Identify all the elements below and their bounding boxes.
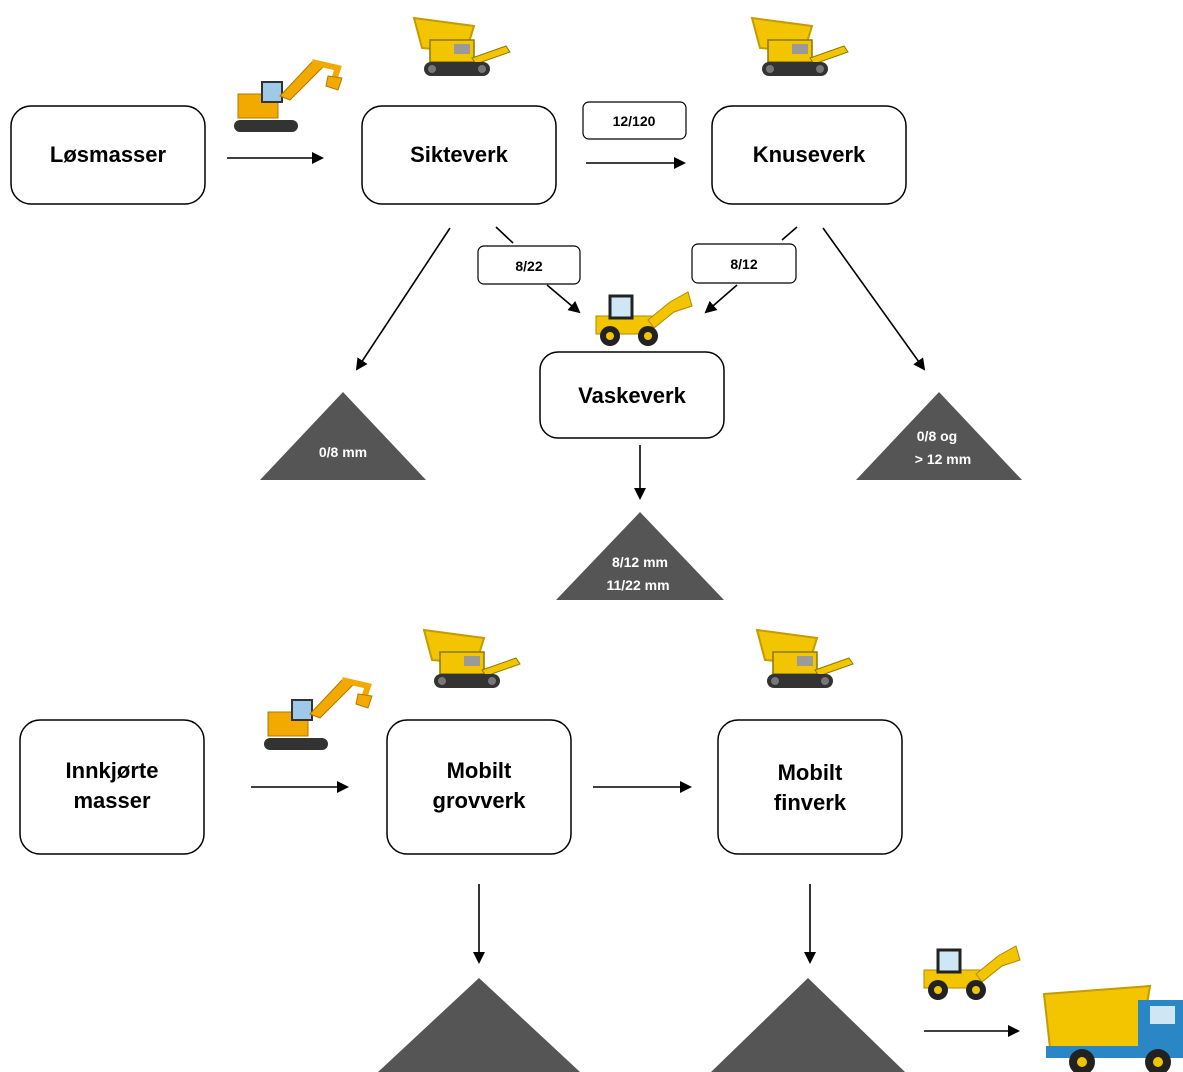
screener-icon xyxy=(756,629,854,689)
tag-sikt-knus-label: 12/120 xyxy=(613,113,656,129)
node-finverk-label-line1: Mobilt xyxy=(778,760,843,785)
node-sikteverk: Sikteverk xyxy=(361,105,557,205)
wheel-loader-icon xyxy=(922,944,1022,1002)
screener-icon xyxy=(413,17,511,77)
node-innkjorte-masser: Innkjørte masser xyxy=(19,719,205,855)
node-innkjorte-label-line2: masser xyxy=(73,788,151,813)
tag-sikt-vask: 8/22 xyxy=(477,245,581,285)
tag-sikt-knus: 12/120 xyxy=(582,101,687,140)
node-losmasser-label: Løsmasser xyxy=(50,142,167,167)
arrow-sikteverk-vaskeverk xyxy=(495,226,514,244)
heap-right-label-line2: > 12 mm xyxy=(915,451,971,467)
heap-left: 0/8 mm xyxy=(260,392,426,480)
wheel-loader-icon xyxy=(594,290,694,348)
screener-icon xyxy=(751,17,849,77)
heap-right-label-line1: 0/8 og xyxy=(917,428,957,444)
tag-knus-vask-label: 8/12 xyxy=(730,256,757,272)
screener-icon xyxy=(423,629,521,689)
heap-center-label-line1: 8/12 mm xyxy=(612,554,668,570)
dump-truck-icon xyxy=(1042,984,1183,1072)
node-grovverk-label-line2: grovverk xyxy=(433,788,527,813)
node-losmasser: Løsmasser xyxy=(10,105,206,205)
arrow-knuseverk-vaskeverk-head xyxy=(704,284,738,314)
node-mobilt-grovverk: Mobilt grovverk xyxy=(386,719,572,855)
node-knuseverk: Knuseverk xyxy=(711,105,907,205)
node-innkjorte-label-line1: Innkjørte xyxy=(66,758,159,783)
arrow-sikteverk-vaskeverk-head xyxy=(546,284,581,314)
node-sikteverk-label: Sikteverk xyxy=(410,142,509,167)
heap-center: 8/12 mm 11/22 mm xyxy=(556,512,724,600)
heap-right: 0/8 og > 12 mm xyxy=(856,392,1022,480)
node-knuseverk-label: Knuseverk xyxy=(753,142,866,167)
node-grovverk-label-line1: Mobilt xyxy=(447,758,512,783)
node-mobilt-finverk: Mobilt finverk xyxy=(717,719,903,855)
heap-center-label-line2: 11/22 mm xyxy=(606,577,669,593)
node-finverk-label-line2: finverk xyxy=(774,790,847,815)
heap-grovverk xyxy=(378,978,580,1072)
arrow-knuseverk-heap-right xyxy=(822,227,926,371)
tag-sikt-vask-label: 8/22 xyxy=(515,258,542,274)
heap-left-label: 0/8 mm xyxy=(319,444,367,460)
heap-finverk xyxy=(711,978,905,1072)
excavator-icon xyxy=(264,680,372,750)
arrow-knuseverk-vaskeverk xyxy=(781,226,798,241)
node-vaskeverk: Vaskeverk xyxy=(539,351,725,439)
node-vaskeverk-label: Vaskeverk xyxy=(578,383,686,408)
excavator-icon xyxy=(234,62,342,132)
arrow-sikteverk-heap-left xyxy=(355,227,451,371)
tag-knus-vask: 8/12 xyxy=(691,243,797,284)
